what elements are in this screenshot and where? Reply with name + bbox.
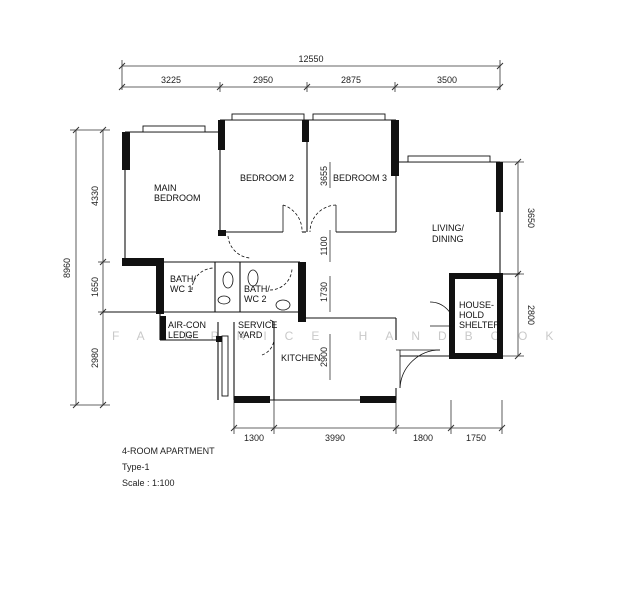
room-service-line1: SERVICE [238, 320, 277, 330]
thick-walls [122, 120, 503, 403]
room-bath1-line2: WC 1 [170, 284, 193, 294]
dim-inner-bath: 1730 [319, 282, 329, 302]
dim-bottom-3: 1800 [413, 433, 433, 443]
dim-overall-width: 12550 [298, 54, 323, 64]
dim-left-3: 2980 [90, 348, 100, 368]
dim-inner-corridor: 1100 [319, 236, 329, 255]
bath-fixtures [217, 269, 291, 311]
door-swings [191, 204, 455, 389]
dim-left-1: 4330 [90, 186, 100, 206]
dim-top-4: 3500 [437, 75, 457, 85]
room-kitchen: KITCHEN [281, 353, 321, 363]
room-aircon-line1: AIR-CON [168, 320, 206, 330]
dim-bottom-4: 1750 [466, 433, 486, 443]
room-main-bedroom-line2: BEDROOM [154, 193, 201, 203]
dim-top-2: 2950 [253, 75, 273, 85]
room-bath2-line2: WC 2 [244, 294, 267, 304]
dim-top-3: 2875 [341, 75, 361, 85]
dim-inner-kitchen: 2900 [319, 347, 329, 367]
room-bath1-line1: BATH/ [170, 274, 196, 284]
dimension-ticks [72, 62, 522, 432]
dim-bottom-2: 3990 [325, 433, 345, 443]
room-bedroom3: BEDROOM 3 [333, 173, 387, 183]
dim-inner-bedroom3: 3655 [319, 166, 329, 186]
room-living-line2: DINING [432, 234, 464, 244]
room-shelter-line2: HOLD [459, 310, 485, 320]
room-service-line2: YARD [238, 330, 263, 340]
plan-scale: Scale : 1:100 [122, 478, 175, 488]
dim-right-1: 3650 [526, 208, 536, 228]
room-bath2-line1: BATH/ [244, 284, 270, 294]
dim-bottom-1: 1300 [244, 433, 264, 443]
room-aircon-line2: LEDGE [168, 330, 199, 340]
room-shelter-line3: SHELTER [459, 320, 500, 330]
dim-overall-height: 8960 [62, 258, 72, 278]
plan-title: 4-ROOM APARTMENT [122, 446, 215, 456]
dim-top-1: 3225 [161, 75, 181, 85]
dim-right-2: 2800 [526, 305, 536, 325]
plan-type: Type-1 [122, 462, 150, 472]
room-bedroom2: BEDROOM 2 [240, 173, 294, 183]
dim-left-2: 1650 [90, 277, 100, 297]
windows [142, 113, 491, 397]
room-shelter-line1: HOUSE- [459, 300, 494, 310]
room-main-bedroom-line1: MAIN [154, 183, 177, 193]
door-swing-markers [269, 319, 275, 323]
room-living-line1: LIVING/ [432, 223, 465, 233]
